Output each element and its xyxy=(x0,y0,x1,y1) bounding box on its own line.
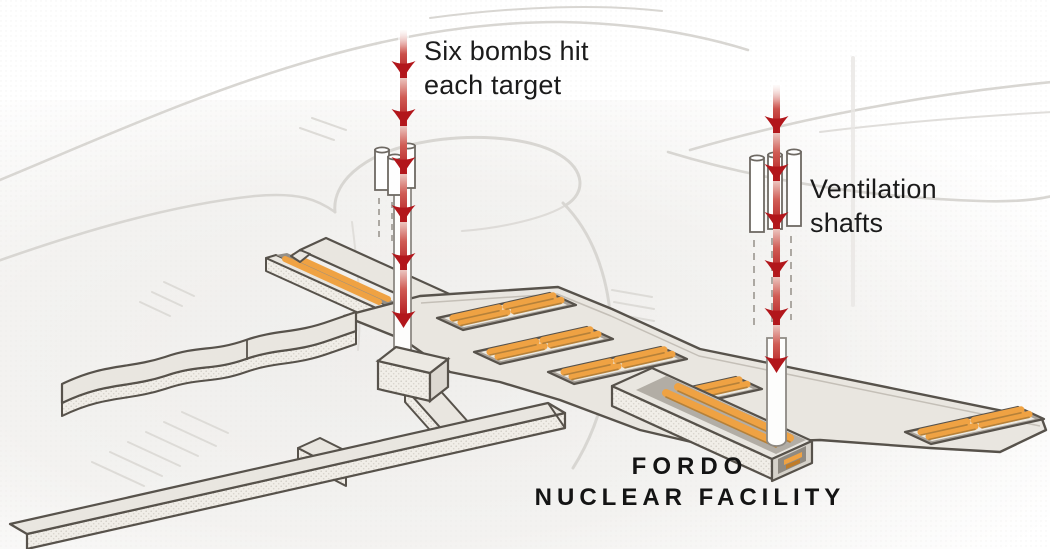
winding-access-tunnel xyxy=(60,310,358,417)
right-target-tunnel xyxy=(610,366,814,483)
shaft-junction-box xyxy=(375,345,451,404)
facility-title: FORDO NUCLEAR FACILITY xyxy=(440,452,940,514)
bomb-arrow-right xyxy=(764,83,789,373)
bombs-annotation-line1: Six bombs hit xyxy=(424,36,589,66)
fordo-underground-facility xyxy=(8,236,1046,549)
ventilation-annotation: Ventilation shafts xyxy=(810,172,937,240)
bomb-arrow-left xyxy=(391,28,416,328)
right-shaft-underground-dashes xyxy=(753,236,792,325)
bottom-access-tunnel xyxy=(8,377,567,549)
facility-title-line1: FORDO xyxy=(631,453,749,480)
ventilation-annotation-line1: Ventilation xyxy=(810,174,937,204)
bombs-annotation: Six bombs hit each target xyxy=(424,34,589,102)
facility-title-line2: NUCLEAR FACILITY xyxy=(534,484,846,511)
bombs-annotation-line2: each target xyxy=(424,70,562,100)
ventilation-annotation-line2: shafts xyxy=(810,208,884,238)
